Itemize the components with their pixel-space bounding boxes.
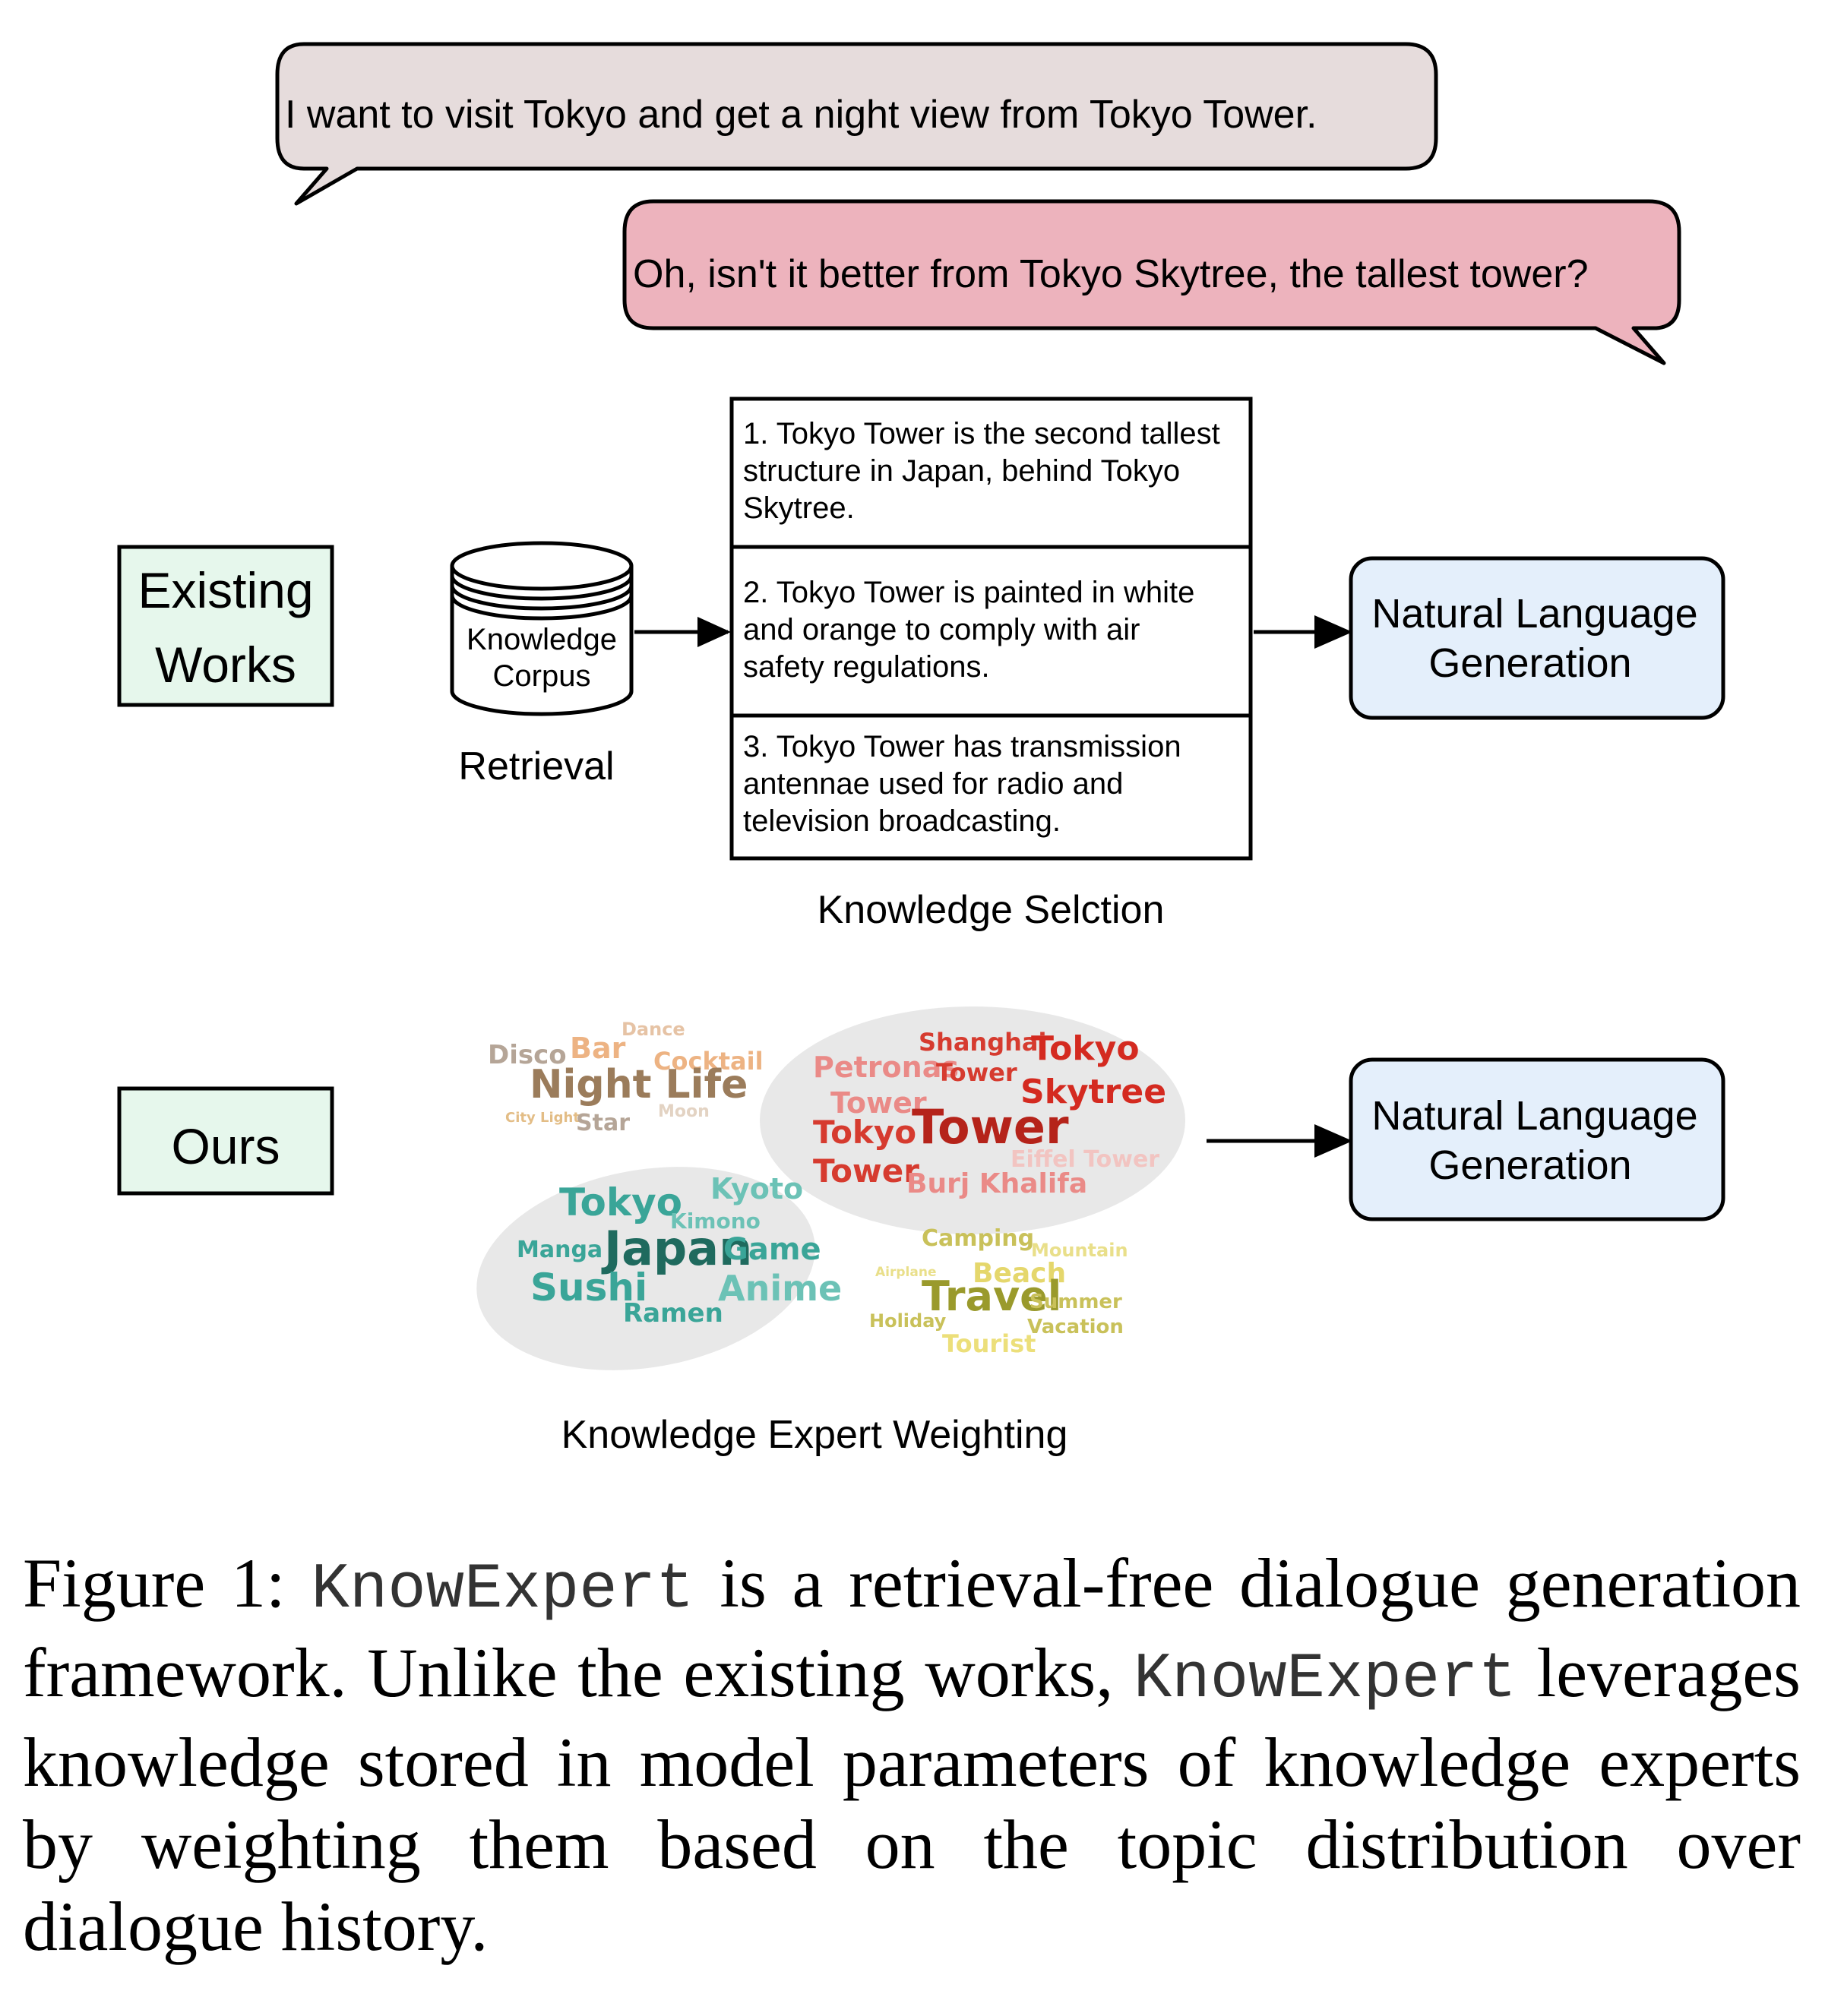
- svg-text:City Light: City Light: [505, 1110, 580, 1126]
- nlg-box-ours: Natural Language Generation: [1349, 1057, 1725, 1221]
- svg-text:Beach: Beach: [973, 1258, 1066, 1289]
- svg-text:Petronas: Petronas: [813, 1051, 959, 1084]
- svg-text:Ramen: Ramen: [623, 1298, 723, 1329]
- svg-text:Airplane: Airplane: [875, 1265, 936, 1280]
- nlg-existing-line1: Natural Language: [1371, 591, 1697, 637]
- svg-text:television broadcasting.: television broadcasting.: [743, 804, 1061, 838]
- svg-text:Skytree.: Skytree.: [743, 491, 855, 525]
- method-name: KnowExpert: [311, 1554, 694, 1626]
- svg-text:3. Tokyo Tower has transmissio: 3. Tokyo Tower has transmission: [743, 730, 1181, 763]
- svg-text:Manga: Manga: [517, 1237, 603, 1263]
- svg-text:Anime: Anime: [718, 1268, 842, 1309]
- japan-word-cloud: Tokyo Kyoto Kimono Manga Japan Game Sush…: [517, 1172, 842, 1329]
- knowledge-corpus-database-icon: Knowledge Corpus: [450, 541, 634, 716]
- tower-topic-ellipse: [760, 1006, 1185, 1234]
- svg-text:Disco: Disco: [488, 1040, 567, 1070]
- ours-label-text: Ours: [171, 1118, 280, 1174]
- svg-text:Travel: Travel: [922, 1272, 1061, 1320]
- svg-text:Tower: Tower: [936, 1058, 1017, 1087]
- existing-works-label-line1: Existing: [138, 562, 313, 618]
- figure-caption: Figure 1: KnowExpert is a retrieval-free…: [23, 1542, 1801, 1967]
- svg-text:Dance: Dance: [622, 1019, 685, 1040]
- corpus-label-line1: Knowledge: [467, 623, 617, 656]
- knowledge-item-2: 2. Tokyo Tower is painted in white and o…: [743, 576, 1194, 684]
- existing-works-label-line2: Works: [155, 637, 296, 693]
- svg-text:2. Tokyo Tower is painted in w: 2. Tokyo Tower is painted in white: [743, 576, 1194, 609]
- nlg-existing-line2: Generation: [1428, 640, 1631, 686]
- svg-text:Skytree: Skytree: [1020, 1073, 1166, 1111]
- corpus-label-line2: Corpus: [493, 659, 591, 693]
- existing-works-label: Existing Works: [117, 545, 334, 707]
- system-utterance: Oh, isn't it better from Tokyo Skytree, …: [633, 252, 1589, 296]
- knowledge-item-3: 3. Tokyo Tower has transmission antennae…: [743, 730, 1181, 838]
- svg-text:Moon: Moon: [658, 1102, 710, 1121]
- travel-word-cloud: Camping Mountain Airplane Beach Travel S…: [869, 1225, 1128, 1358]
- svg-text:Bar: Bar: [570, 1032, 626, 1065]
- nlg-ours-line2: Generation: [1428, 1142, 1631, 1188]
- svg-text:Vacation: Vacation: [1027, 1316, 1124, 1338]
- system-speech-bubble: Oh, isn't it better from Tokyo Skytree, …: [622, 199, 1681, 365]
- svg-text:Burj Khalifa: Burj Khalifa: [906, 1168, 1087, 1199]
- svg-text:Mountain: Mountain: [1031, 1240, 1128, 1261]
- svg-text:Game: Game: [723, 1232, 821, 1267]
- knowledge-item-1: 1. Tokyo Tower is the second tallest str…: [743, 417, 1220, 525]
- svg-text:Eiffel Tower: Eiffel Tower: [1011, 1146, 1159, 1173]
- svg-text:Tower: Tower: [912, 1099, 1069, 1155]
- svg-text:Tower: Tower: [830, 1086, 927, 1120]
- figure-label: Figure 1:: [23, 1544, 286, 1622]
- knowledge-selection-label: Knowledge Selction: [818, 888, 1165, 932]
- svg-text:Holiday: Holiday: [869, 1310, 947, 1332]
- method-name-2: KnowExpert: [1133, 1644, 1517, 1716]
- svg-text:Tokyo: Tokyo: [813, 1114, 916, 1151]
- nightlife-word-cloud: Disco Bar Dance Cocktail Night Life City…: [488, 1019, 764, 1136]
- nlg-box-existing: Natural Language Generation: [1349, 556, 1725, 720]
- retrieval-label: Retrieval: [458, 744, 614, 788]
- knowledge-expert-weighting-label: Knowledge Expert Weighting: [561, 1413, 1068, 1457]
- svg-text:Kimono: Kimono: [670, 1209, 761, 1234]
- svg-text:Tokyo: Tokyo: [1031, 1029, 1140, 1068]
- svg-text:safety regulations.: safety regulations.: [743, 650, 990, 684]
- svg-text:Camping: Camping: [922, 1225, 1034, 1252]
- svg-text:Sushi: Sushi: [530, 1266, 647, 1310]
- nlg-ours-line1: Natural Language: [1371, 1093, 1697, 1139]
- caption-part2: leverages knowledge stored in model para…: [23, 1634, 1801, 1965]
- svg-text:Summer: Summer: [1030, 1291, 1122, 1313]
- svg-text:Japan: Japan: [601, 1221, 752, 1276]
- japan-topic-ellipse: [476, 1167, 815, 1370]
- user-speech-bubble: I want to visit Tokyo and get a night vi…: [275, 42, 1438, 206]
- svg-text:Shanghai: Shanghai: [919, 1028, 1046, 1057]
- svg-text:and orange to comply with air: and orange to comply with air: [743, 613, 1140, 646]
- svg-text:Cocktail: Cocktail: [653, 1047, 764, 1076]
- svg-text:Night Life: Night Life: [530, 1062, 748, 1108]
- ours-label: Ours: [117, 1086, 334, 1196]
- user-utterance: I want to visit Tokyo and get a night vi…: [285, 93, 1317, 137]
- tower-word-cloud: Shanghai Tokyo Petronas Tower Skytree To…: [813, 1028, 1166, 1199]
- svg-text:1. Tokyo Tower is the second t: 1. Tokyo Tower is the second tallest: [743, 417, 1220, 450]
- topic-ellipses: [476, 1006, 1185, 1370]
- svg-text:structure in Japan, behind Tok: structure in Japan, behind Tokyo: [743, 454, 1180, 488]
- svg-text:Star: Star: [576, 1110, 630, 1136]
- svg-text:Tokyo: Tokyo: [559, 1180, 682, 1224]
- svg-text:antennae used for radio and: antennae used for radio and: [743, 767, 1123, 801]
- svg-text:Tourist: Tourist: [942, 1329, 1036, 1358]
- knowexpert-diagram: I want to visit Tokyo and get a night vi…: [117, 42, 1725, 1457]
- svg-text:Tower: Tower: [813, 1152, 919, 1190]
- knowledge-selection-list: 1. Tokyo Tower is the second tallest str…: [729, 397, 1253, 861]
- caption-part1: is a retrieval-free dialogue generation …: [23, 1544, 1801, 1711]
- svg-text:Kyoto: Kyoto: [710, 1172, 803, 1205]
